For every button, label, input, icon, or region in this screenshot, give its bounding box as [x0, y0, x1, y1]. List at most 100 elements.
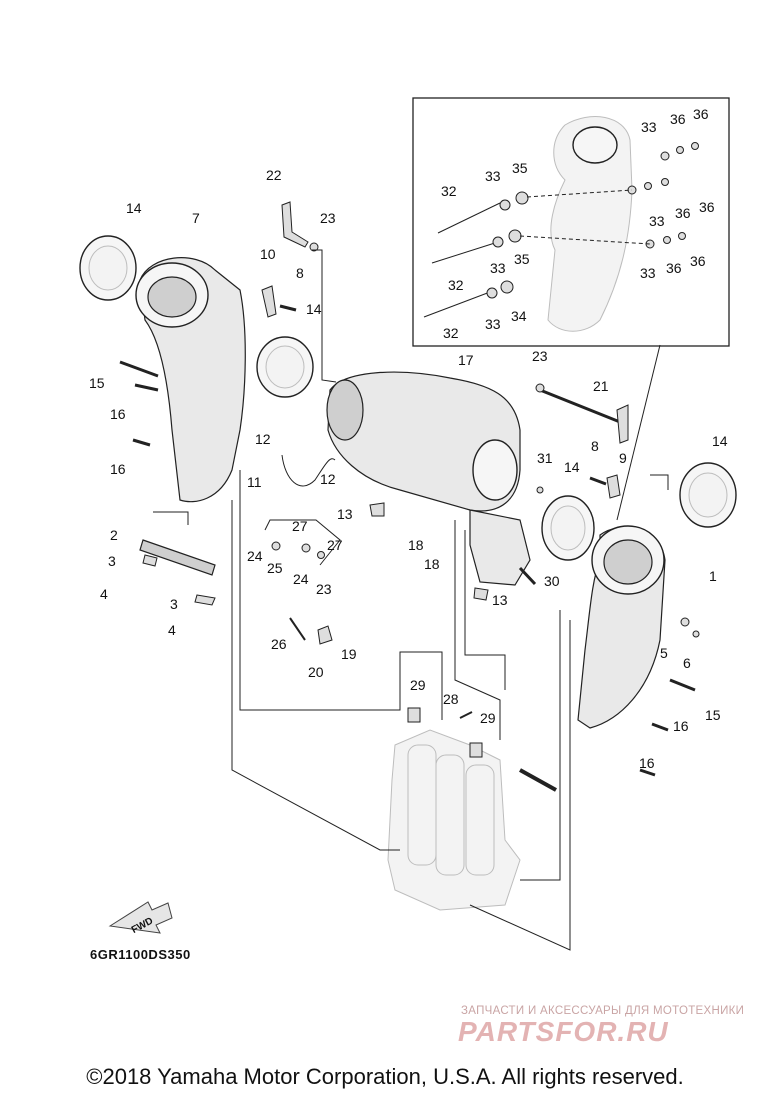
nut-36-top-a	[676, 146, 684, 154]
callout-23: 23	[532, 348, 548, 364]
tilt-cylinder-c	[465, 764, 495, 876]
callout-36: 36	[690, 253, 706, 269]
inset-bracket-hole	[572, 126, 618, 164]
callout-16: 16	[110, 406, 126, 422]
callout-11: 11	[247, 474, 262, 490]
guide-line-b	[231, 500, 400, 851]
bolt-15-right	[669, 678, 696, 692]
plate-2	[139, 539, 216, 576]
grease-nipple-23-top	[309, 242, 319, 252]
bolt-32-c	[423, 291, 491, 318]
callout-36: 36	[666, 260, 682, 276]
shaft-lower	[519, 768, 557, 792]
tilt-cylinder-a	[407, 744, 437, 866]
guide-line-h	[312, 249, 337, 383]
callout-35: 35	[512, 160, 528, 176]
pin-28	[459, 711, 473, 719]
callout-10: 10	[260, 246, 276, 262]
diagram-code: 6GR1100DS350	[90, 947, 191, 962]
copyright-notice: ©2018 Yamaha Motor Corporation, U.S.A. A…	[86, 1064, 684, 1089]
guide-line-a	[239, 470, 443, 720]
inset-guide-a	[526, 189, 633, 198]
bracket-19	[317, 625, 333, 645]
pin-30	[518, 566, 537, 586]
grease-nipple-23-low	[317, 551, 325, 559]
callout-35: 35	[514, 251, 530, 267]
callout-2: 2	[110, 527, 118, 543]
clip-13-right	[473, 587, 489, 601]
guide-lines	[153, 249, 669, 951]
swivel-17-lower-arm	[469, 509, 531, 586]
callout-18: 18	[408, 537, 424, 553]
rod-22	[281, 201, 309, 248]
callout-13: 13	[492, 592, 508, 608]
bolt-8-right	[589, 476, 607, 486]
callout-29: 29	[480, 710, 496, 726]
callout-4: 4	[100, 586, 108, 602]
callout-28: 28	[443, 691, 459, 707]
callout-33: 33	[641, 119, 657, 135]
callout-14: 14	[712, 433, 728, 449]
callout-33: 33	[485, 168, 501, 184]
nut-36-low-b	[678, 232, 686, 240]
inset-pointer	[616, 344, 661, 521]
bolt-16-left-b	[132, 438, 151, 447]
callout-22: 22	[266, 167, 282, 183]
nut-24-a	[271, 541, 281, 551]
callout-33: 33	[649, 213, 665, 229]
clip-10	[261, 285, 277, 318]
bushing-29-a	[407, 707, 421, 723]
callout-19: 19	[341, 646, 357, 662]
callout-33: 33	[640, 265, 656, 281]
callout-34: 34	[511, 308, 527, 324]
bolt-16-left-a	[134, 383, 159, 392]
bushing-29-b	[469, 742, 483, 758]
swivel-17-body	[327, 371, 521, 512]
callout-3: 3	[170, 596, 178, 612]
guide-line-j	[264, 519, 341, 566]
callout-15: 15	[89, 375, 105, 391]
clip-9	[606, 474, 621, 499]
callout-18: 18	[424, 556, 440, 572]
callout-5: 5	[660, 645, 668, 661]
bolt-32-a	[437, 202, 501, 234]
inset-bracket-ghost	[547, 116, 633, 332]
callout-3: 3	[108, 553, 116, 569]
callout-30: 30	[544, 573, 560, 589]
bushing-14-swivel-inner	[550, 505, 586, 551]
pin-26	[289, 617, 306, 641]
clip-13-left	[369, 502, 385, 517]
callout-1: 1	[709, 568, 717, 584]
grease-nipple-23-right	[535, 383, 545, 393]
block-3-a	[142, 554, 158, 567]
nut-36-low-a	[663, 236, 671, 244]
callout-16: 16	[639, 755, 655, 771]
inset-guide-b	[519, 235, 651, 245]
callout-7: 7	[192, 210, 200, 226]
callout-36: 36	[693, 106, 709, 122]
callout-36: 36	[670, 111, 686, 127]
bolt-8-left	[279, 304, 297, 312]
guide-line-e	[520, 610, 561, 881]
guide-line-c	[454, 520, 501, 740]
tilt-trim-unit-ghost	[387, 729, 521, 911]
callout-36: 36	[675, 205, 691, 221]
nut-24-b	[301, 543, 311, 553]
detail-inset	[412, 97, 730, 521]
callout-17: 17	[458, 352, 474, 368]
callout-36: 36	[699, 199, 715, 215]
watermark-logo: PARTSFOR.RU	[458, 1016, 669, 1047]
callout-15: 15	[705, 707, 721, 723]
guide-line-f	[469, 620, 571, 951]
swivel-bracket-17	[326, 371, 531, 586]
bushing-14-mid-inner	[265, 345, 305, 389]
bracket-1-bore	[603, 539, 653, 585]
rod-21-end	[616, 404, 629, 444]
callout-14: 14	[306, 301, 322, 317]
callout-33: 33	[490, 260, 506, 276]
callout-8: 8	[296, 265, 304, 281]
callout-32: 32	[443, 325, 459, 341]
clip-5	[680, 617, 690, 627]
fwd-arrow-shape	[108, 901, 173, 934]
